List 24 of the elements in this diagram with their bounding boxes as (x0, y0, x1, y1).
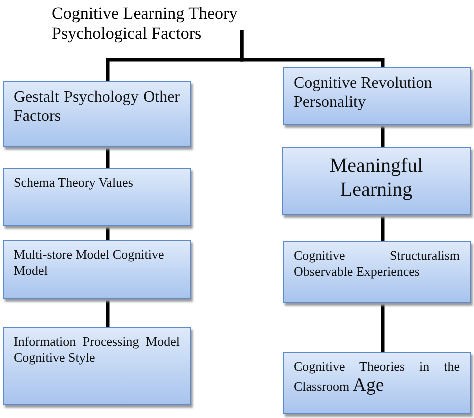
connector-line (381, 303, 385, 352)
concept-box (3, 168, 191, 226)
concept-text: Cognitive Theories in the Classroom Age (294, 359, 460, 398)
connector-line (240, 30, 385, 67)
concept-text: Cognitive Revolution Personality (294, 74, 434, 112)
connector-line (106, 226, 110, 240)
concept-box (283, 241, 471, 303)
concept-box (282, 147, 471, 215)
connector-line (381, 215, 385, 241)
concept-text: Cognitive Structuralism Observable Experiences (294, 248, 460, 280)
concept-text: Meaningful Learning (328, 154, 424, 202)
concept-text: Information Processing Model Cognitive Style (14, 334, 180, 366)
concept-box (3, 81, 191, 147)
concept-box (3, 327, 191, 405)
concept-box (283, 67, 471, 125)
concept-text: Gestalt Psychology Other Factors (14, 88, 180, 126)
connector-line (381, 125, 385, 147)
concept-box (3, 240, 191, 299)
title-text: Cognitive Learning Theory Psychological Factors (52, 4, 239, 45)
concept-text: Multi-store Model Cognitive Model (14, 247, 166, 278)
concept-box (283, 352, 471, 414)
connector-line (106, 147, 110, 168)
concept-text: Schema Theory Values (14, 175, 134, 191)
connector-line (106, 299, 110, 327)
